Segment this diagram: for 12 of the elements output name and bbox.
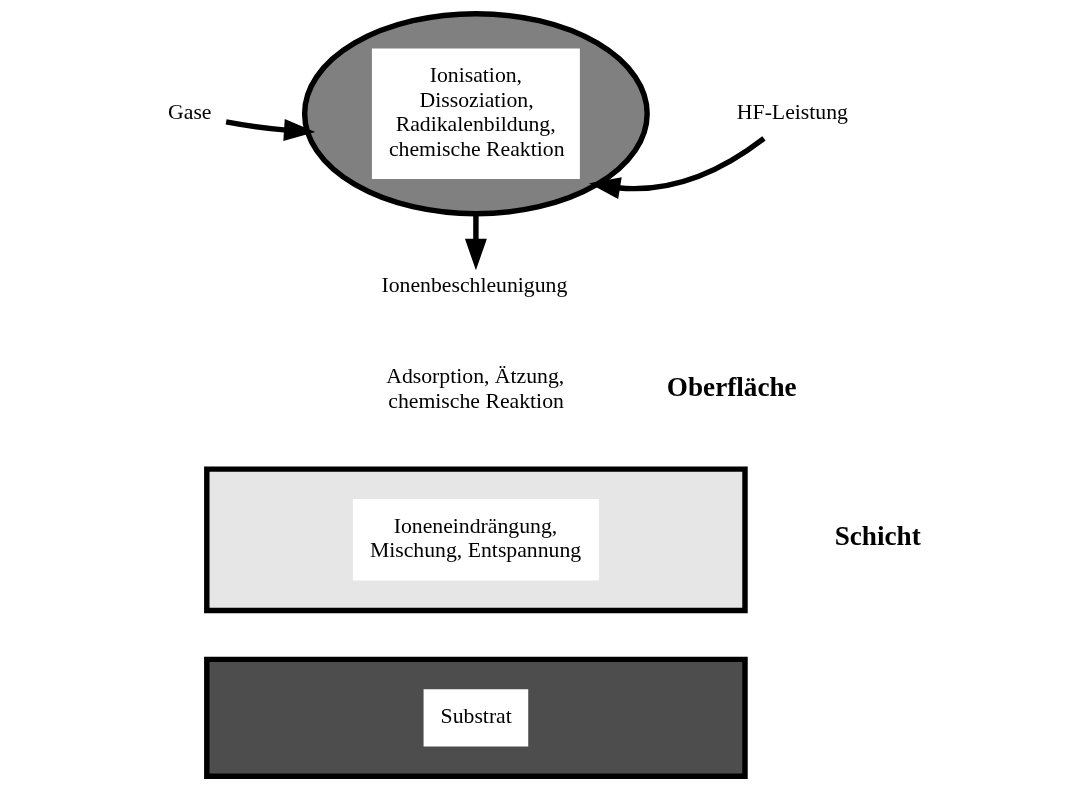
node-text: HF-Leistung bbox=[736, 99, 848, 124]
node-box: Ioneneindrängung, Mischung, Entspannung bbox=[204, 466, 748, 614]
label: Schicht bbox=[834, 521, 921, 552]
node-ellipse: Ionisation, Dissoziation, Radikalenbildung, chemische Reaktion bbox=[301, 10, 650, 217]
label: Adsorption, Ätzung, chemische Reaktion bbox=[386, 364, 565, 413]
node-box: Substrat bbox=[204, 656, 748, 779]
node-text: Gase bbox=[168, 99, 212, 124]
label: Oberfläche bbox=[666, 371, 797, 402]
arrow bbox=[464, 213, 487, 271]
node-text: Ionenbeschleunigung bbox=[381, 273, 568, 298]
arrow bbox=[225, 119, 316, 141]
arrow bbox=[589, 136, 766, 199]
